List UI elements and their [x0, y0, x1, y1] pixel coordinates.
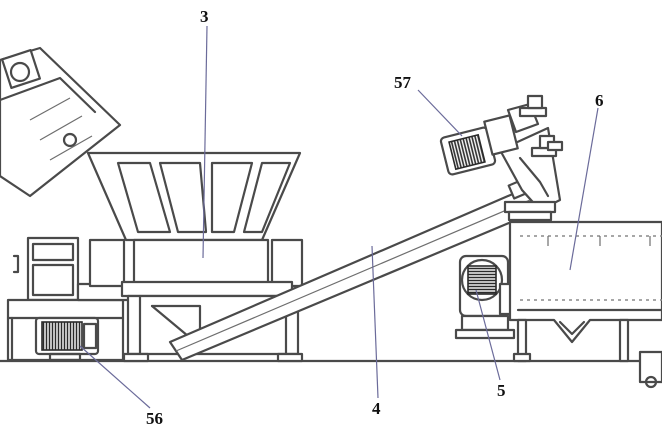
label-57: 57 — [394, 73, 412, 92]
label-6: 6 — [595, 91, 604, 110]
shredder-motor — [34, 316, 100, 362]
leader-3 — [202, 25, 208, 259]
label-3: 3 — [200, 7, 209, 26]
washing-tank — [508, 220, 662, 389]
label-56: 56 — [146, 409, 163, 428]
leader-5 — [475, 289, 501, 381]
leader-4 — [371, 245, 379, 399]
label-5: 5 — [497, 381, 506, 400]
pump-motor — [454, 254, 520, 340]
leader-6 — [569, 107, 599, 271]
leader-57 — [417, 89, 463, 137]
conveyor-drive — [439, 94, 564, 222]
feeding-conveyor — [0, 46, 122, 198]
leader-56 — [79, 345, 151, 409]
label-4: 4 — [372, 399, 381, 418]
shredder — [86, 151, 304, 363]
